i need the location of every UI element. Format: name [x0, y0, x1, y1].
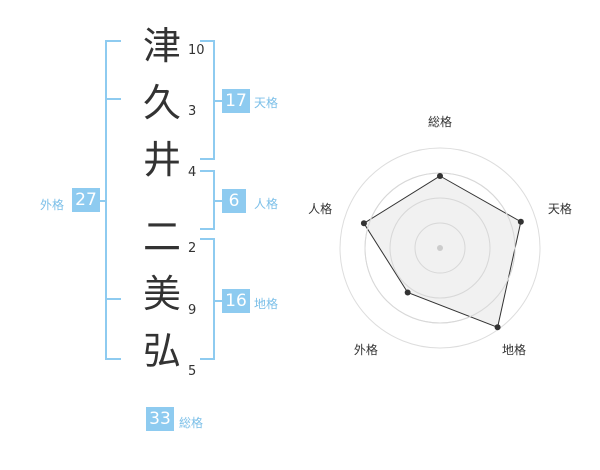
name-char-6: 弘: [142, 329, 181, 373]
name-char-2: 久: [142, 81, 181, 125]
jinkaku-connector: [213, 200, 223, 202]
radar-axis-label-4: 外格: [354, 342, 378, 357]
bracket-tick-bottom: [105, 298, 121, 300]
radar-axis-label-5: 人格: [308, 201, 332, 216]
radar-axis-label-2: 天格: [548, 201, 572, 216]
chikaku-label: 地格: [254, 297, 279, 311]
chikaku-badge: 16: [222, 289, 250, 313]
name-char-5: 美: [142, 272, 181, 316]
name-char-3: 井: [142, 138, 181, 182]
radar-axis-label-1: 総格: [428, 114, 452, 129]
radar-point-2: [517, 218, 524, 225]
soukaku-badge: 33: [146, 407, 174, 431]
stroke-count-5: 9: [188, 303, 197, 318]
chikaku-bracket: [200, 238, 215, 360]
stroke-count-4: 2: [188, 241, 197, 256]
tenkaku-label: 天格: [254, 96, 279, 110]
bracket-tick-top: [105, 98, 121, 100]
tenkaku-badge: 17: [222, 89, 250, 113]
radar-axis-label-3: 地格: [502, 342, 526, 357]
radar-point-5: [360, 220, 367, 227]
radar-ring-overlay-1: [414, 222, 466, 274]
jinkaku-label: 人格: [254, 197, 279, 211]
radar-ring-overlay-2: [389, 197, 491, 299]
tenkaku-connector: [213, 100, 223, 102]
gaikaku-badge: 27: [72, 188, 100, 212]
stroke-count-1: 10: [188, 43, 205, 58]
stroke-count-2: 3: [188, 104, 197, 119]
gaikaku-label: 外格: [40, 198, 65, 212]
name-char-1: 津: [142, 24, 181, 68]
radar-point-4: [404, 289, 411, 296]
soukaku-label: 総格: [179, 416, 204, 430]
gaikaku-connector: [97, 200, 107, 202]
radar-point-1: [437, 173, 443, 179]
radar-center-dot: [437, 245, 443, 251]
jinkaku-badge: 6: [222, 189, 246, 213]
radar-point-3: [494, 324, 501, 331]
name-char-4: 二: [142, 215, 181, 259]
stroke-count-6: 5: [188, 364, 197, 379]
chikaku-connector: [213, 300, 223, 302]
stroke-count-3: 4: [188, 165, 197, 180]
